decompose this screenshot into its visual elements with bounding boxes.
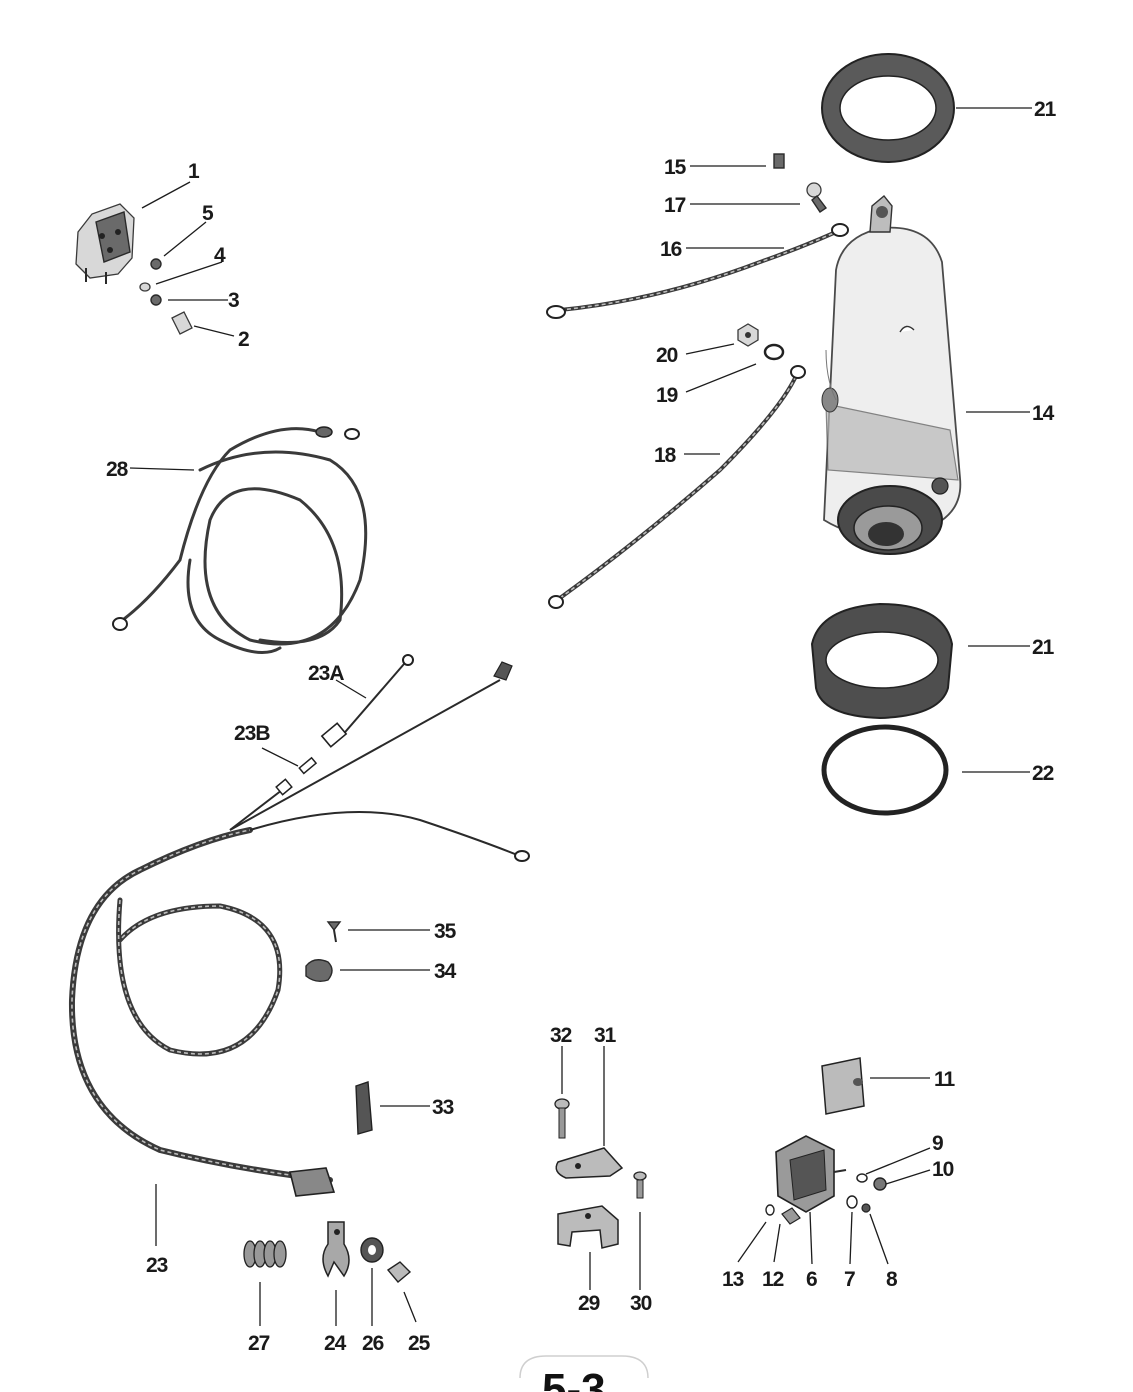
callout-25: 25 — [408, 1332, 431, 1355]
callout-19: 19 — [656, 384, 678, 407]
part-14-starter-motor — [821, 195, 962, 555]
part-26-washer — [360, 1237, 384, 1263]
part-13-washer — [765, 1204, 775, 1216]
part-33-insulator — [355, 1081, 373, 1135]
leader-lines — [129, 107, 1032, 1326]
callout-28: 28 — [106, 458, 129, 481]
part-16-battery-cable — [546, 223, 849, 319]
part-15-cap — [773, 153, 785, 169]
callout-18: 18 — [654, 444, 677, 467]
part-4-washer — [139, 282, 151, 292]
callout-labels: 1 5 4 3 2 21 15 17 16 20 19 14 18 21 22 … — [106, 98, 1058, 1355]
part-31-bracket — [555, 1147, 624, 1179]
part-1-solenoid — [75, 203, 135, 284]
callout-23b: 23B — [234, 722, 270, 745]
part-32-screw — [554, 1098, 570, 1139]
part-29-clamp — [557, 1205, 619, 1249]
callout-1: 1 — [188, 160, 200, 183]
callout-8: 8 — [886, 1268, 898, 1291]
callout-26: 26 — [362, 1332, 384, 1355]
callout-27: 27 — [248, 1332, 270, 1355]
part-25-bolt — [386, 1261, 412, 1283]
callout-16: 16 — [660, 238, 682, 261]
part-30-screw — [633, 1171, 647, 1199]
part-3-washer — [150, 294, 162, 306]
callout-24: 24 — [324, 1332, 347, 1355]
part-23a-lead — [320, 654, 414, 748]
callout-11: 11 — [934, 1068, 956, 1091]
callout-35: 35 — [434, 920, 457, 943]
part-11-switch-plate — [821, 1057, 865, 1115]
part-10-nut — [873, 1177, 887, 1191]
part-28-ground-wire — [112, 426, 368, 654]
part-27-spring — [243, 1240, 287, 1268]
callout-21-lower: 21 — [1032, 636, 1055, 659]
part-21-rubber-collar-upper — [821, 53, 955, 163]
callout-29: 29 — [578, 1292, 600, 1315]
callout-22: 22 — [1032, 762, 1054, 785]
callout-3: 3 — [228, 289, 239, 312]
callout-21-upper: 21 — [1034, 98, 1057, 121]
part-23b-fuse — [275, 756, 318, 796]
page-number: 5-3 — [519, 1355, 649, 1392]
callout-5: 5 — [202, 202, 214, 225]
callout-34: 34 — [434, 960, 457, 983]
callout-23a: 23A — [308, 662, 344, 685]
part-24-cam — [322, 1221, 350, 1278]
callout-32: 32 — [550, 1024, 572, 1047]
callout-4: 4 — [214, 244, 226, 267]
callout-14: 14 — [1032, 402, 1055, 425]
callout-33: 33 — [432, 1096, 454, 1119]
part-20-nut — [737, 323, 759, 347]
callout-13: 13 — [722, 1268, 744, 1291]
callout-17: 17 — [664, 194, 686, 217]
callout-15: 15 — [664, 156, 687, 179]
part-22-band — [821, 724, 949, 816]
part-18-starter-cable — [548, 365, 806, 609]
callout-2: 2 — [238, 328, 249, 351]
part-7-washer — [846, 1195, 858, 1209]
part-17-terminal-boot — [806, 182, 828, 213]
callout-12: 12 — [762, 1268, 784, 1291]
callout-30: 30 — [630, 1292, 652, 1315]
part-34-clip — [305, 959, 333, 983]
callout-31: 31 — [594, 1024, 617, 1047]
callout-23: 23 — [146, 1254, 168, 1277]
part-8-nut — [861, 1203, 871, 1213]
page-number-text: 5-3 — [542, 1365, 606, 1392]
callout-20: 20 — [656, 344, 678, 367]
callout-6: 6 — [806, 1268, 817, 1291]
callout-10: 10 — [932, 1158, 954, 1181]
part-5-nut — [150, 258, 162, 270]
part-2-screw — [171, 311, 193, 335]
part-9-washer — [856, 1173, 868, 1183]
part-6-solenoid — [775, 1135, 847, 1213]
part-19-lockwasher — [763, 343, 785, 361]
part-21-rubber-collar-lower — [810, 602, 954, 720]
part-35-screw — [326, 921, 342, 943]
part-23-wiring-harness — [68, 661, 530, 1197]
part-12-screw — [781, 1207, 801, 1225]
callout-7: 7 — [844, 1268, 855, 1291]
callout-9: 9 — [932, 1132, 943, 1155]
